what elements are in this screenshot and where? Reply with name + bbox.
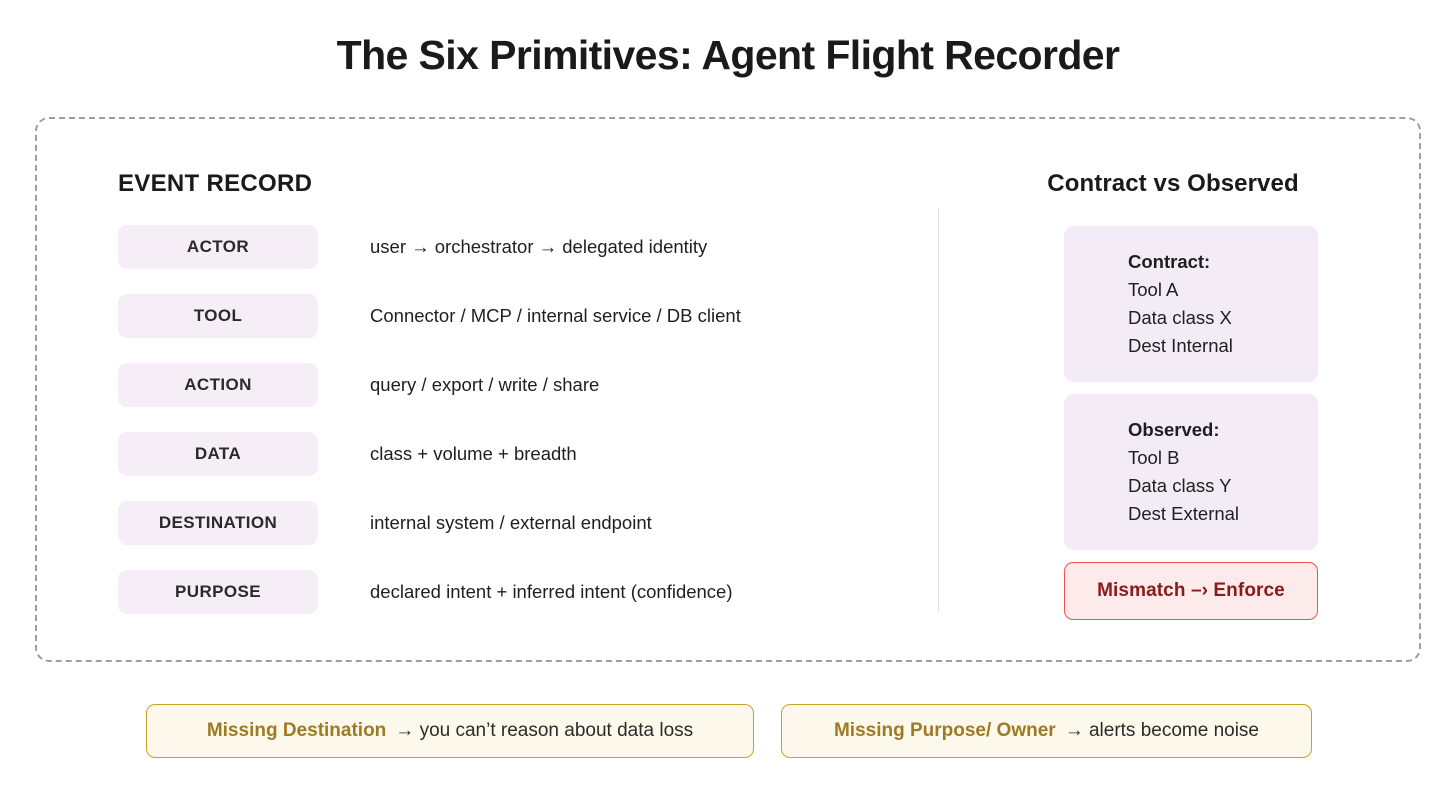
column-divider (938, 208, 939, 612)
primitive-label-data: DATA (118, 432, 318, 476)
callout-missing-destination-rest: → you can’t reason about data loss (395, 720, 694, 741)
primitive-label-destination: DESTINATION (118, 501, 318, 545)
primitive-desc-destination: internal system / external endpoint (370, 512, 652, 533)
primitive-label-action: ACTION (118, 363, 318, 407)
contract-card-destination: Dest Internal (1128, 335, 1233, 356)
contract-vs-observed-column: Contract vs Observed Contract: Tool A Da… (1047, 170, 1318, 620)
contract-card: Contract: Tool A Data class X Dest Inter… (1064, 226, 1318, 382)
primitive-desc-actor: user → orchestrator → delegated identity (370, 236, 708, 257)
primitive-label-tool: TOOL (118, 294, 318, 338)
event-record-column: EVENT RECORD ACTOR user → orchestrator →… (118, 170, 878, 639)
primitive-row-purpose: PURPOSE declared intent + inferred inten… (118, 570, 878, 614)
observed-card: Observed: Tool B Data class Y Dest Exter… (1064, 394, 1318, 550)
observed-card-data-class: Data class Y (1128, 475, 1232, 496)
callout-missing-destination: Missing Destination → you can’t reason a… (146, 704, 754, 758)
primitive-label-purpose: PURPOSE (118, 570, 318, 614)
callout-missing-purpose-owner-rest: → alerts become noise (1064, 720, 1260, 741)
callout-missing-purpose-owner: Missing Purpose/ Owner → alerts become n… (781, 704, 1312, 758)
contract-vs-observed-heading: Contract vs Observed (1047, 170, 1299, 197)
contract-card-data-class: Data class X (1128, 307, 1232, 328)
primitive-list: ACTOR user → orchestrator → delegated id… (118, 225, 878, 614)
primitive-desc-purpose: declared intent + inferred intent (confi… (370, 581, 733, 602)
primitive-row-data: DATA class + volume + breadth (118, 432, 878, 476)
primitive-desc-tool: Connector / MCP / internal service / DB … (370, 305, 741, 326)
contract-card-title: Contract: (1128, 251, 1211, 272)
callout-missing-destination-strong: Missing Destination (206, 720, 387, 741)
dashed-container (35, 117, 1421, 662)
primitive-row-actor: ACTOR user → orchestrator → delegated id… (118, 225, 878, 269)
mismatch-enforce-badge: Mismatch –› Enforce (1064, 562, 1318, 620)
primitive-row-action: ACTION query / export / write / share (118, 363, 878, 407)
primitive-desc-action: query / export / write / share (370, 374, 600, 395)
observed-card-title: Observed: (1128, 419, 1220, 440)
event-record-heading: EVENT RECORD (118, 170, 313, 197)
page-title: The Six Primitives: Agent Flight Recorde… (336, 32, 1120, 78)
callout-missing-purpose-owner-strong: Missing Purpose/ Owner (833, 720, 1056, 741)
primitive-desc-data: class + volume + breadth (370, 443, 577, 464)
observed-card-destination: Dest External (1128, 503, 1240, 524)
primitive-label-actor: ACTOR (118, 225, 318, 269)
observed-card-tool: Tool B (1128, 447, 1180, 468)
primitive-row-destination: DESTINATION internal system / external e… (118, 501, 878, 545)
primitive-row-tool: TOOL Connector / MCP / internal service … (118, 294, 878, 338)
contract-card-tool: Tool A (1128, 279, 1179, 300)
